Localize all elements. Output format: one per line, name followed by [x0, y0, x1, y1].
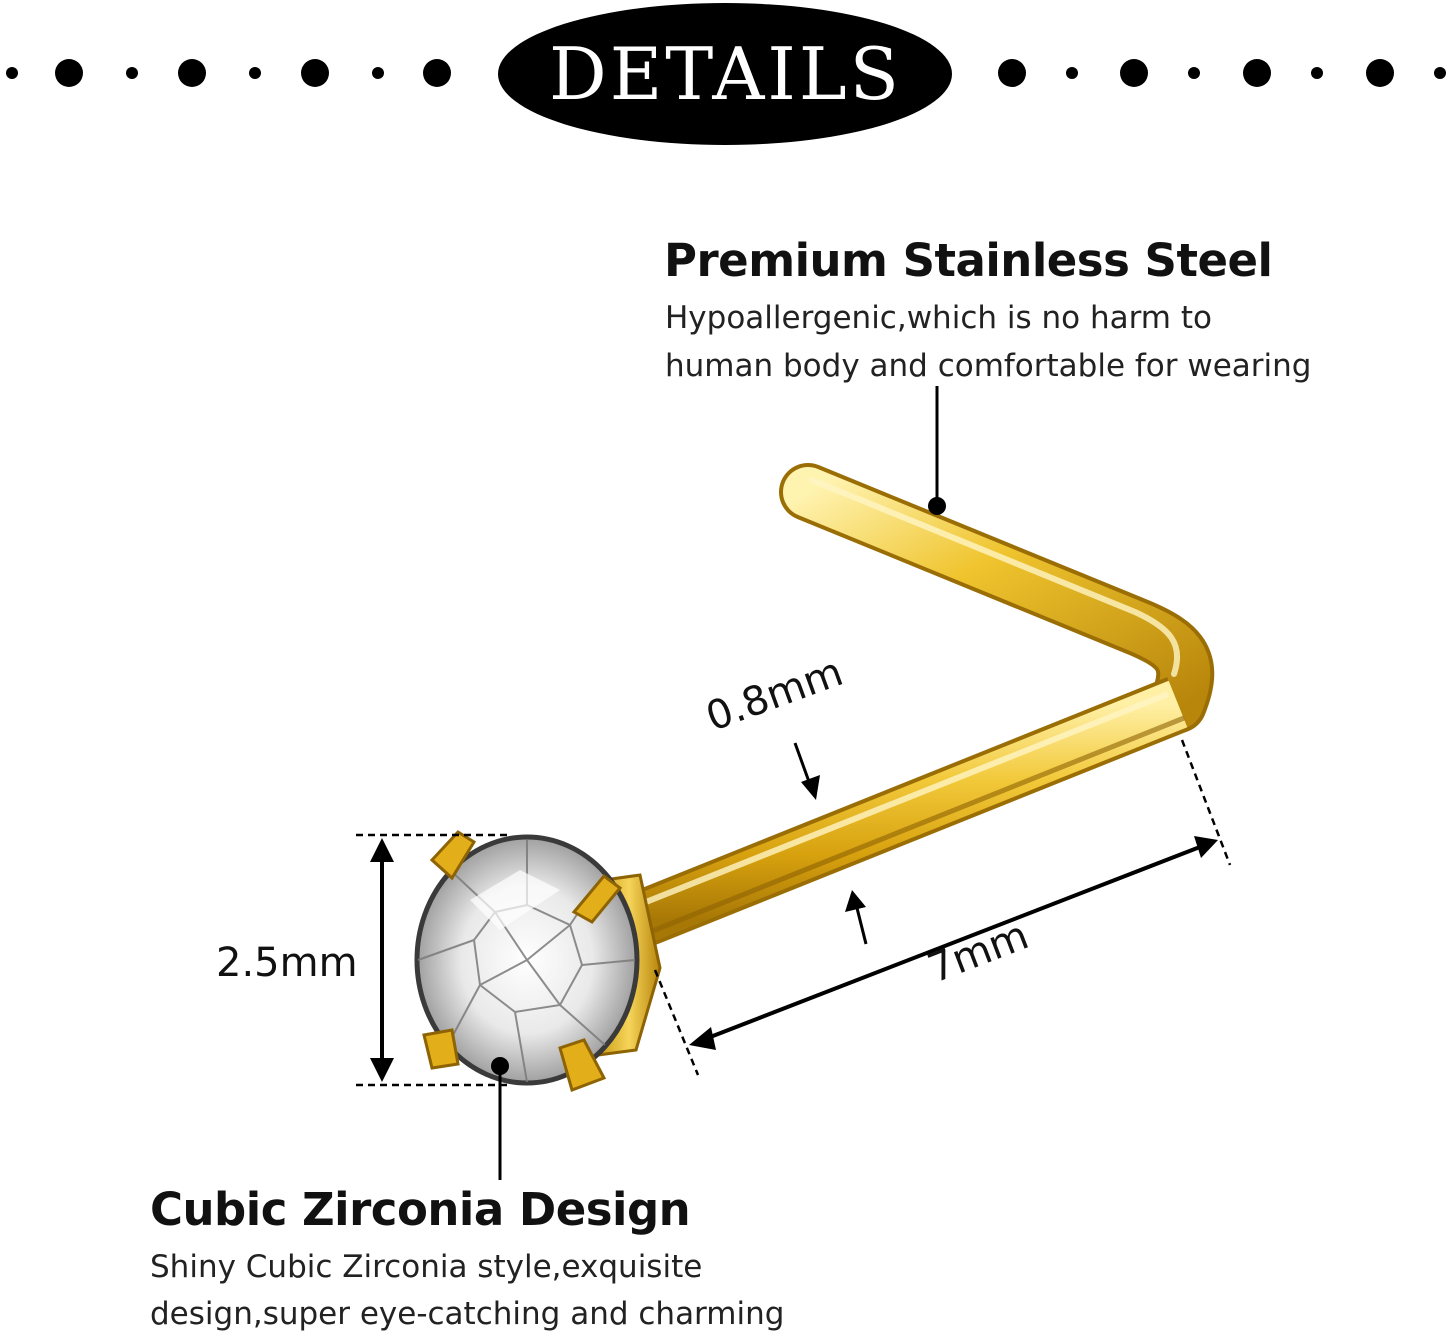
feature-text-zirconia-line1: Shiny Cubic Zirconia style,exquisite [150, 1249, 703, 1285]
feature-text-steel-line1: Hypoallergenic,which is no harm to [665, 300, 1212, 336]
gem-size-dimension [356, 833, 512, 1087]
zirconia-callout-line [491, 1057, 509, 1180]
feature-title-zirconia: Cubic Zirconia Design [150, 1183, 691, 1236]
page-title: DETAILS [549, 32, 902, 116]
title-banner [498, 3, 952, 145]
banner-dots-right [998, 59, 1446, 87]
gem-size-label: 2.5mm [216, 940, 358, 986]
banner-dots-left [6, 59, 451, 87]
stud-prongs [422, 830, 623, 1092]
gauge-dimension [793, 742, 868, 945]
feature-text-zirconia-line2: design,super eye-catching and charming [150, 1296, 785, 1332]
steel-callout-line [928, 386, 946, 515]
cubic-zirconia-stone [414, 834, 640, 1086]
stud-post [629, 463, 1215, 947]
length-dimension [653, 739, 1232, 1076]
feature-title-steel: Premium Stainless Steel [664, 234, 1273, 287]
feature-text-steel-line2: human body and comfortable for wearing [665, 348, 1312, 384]
